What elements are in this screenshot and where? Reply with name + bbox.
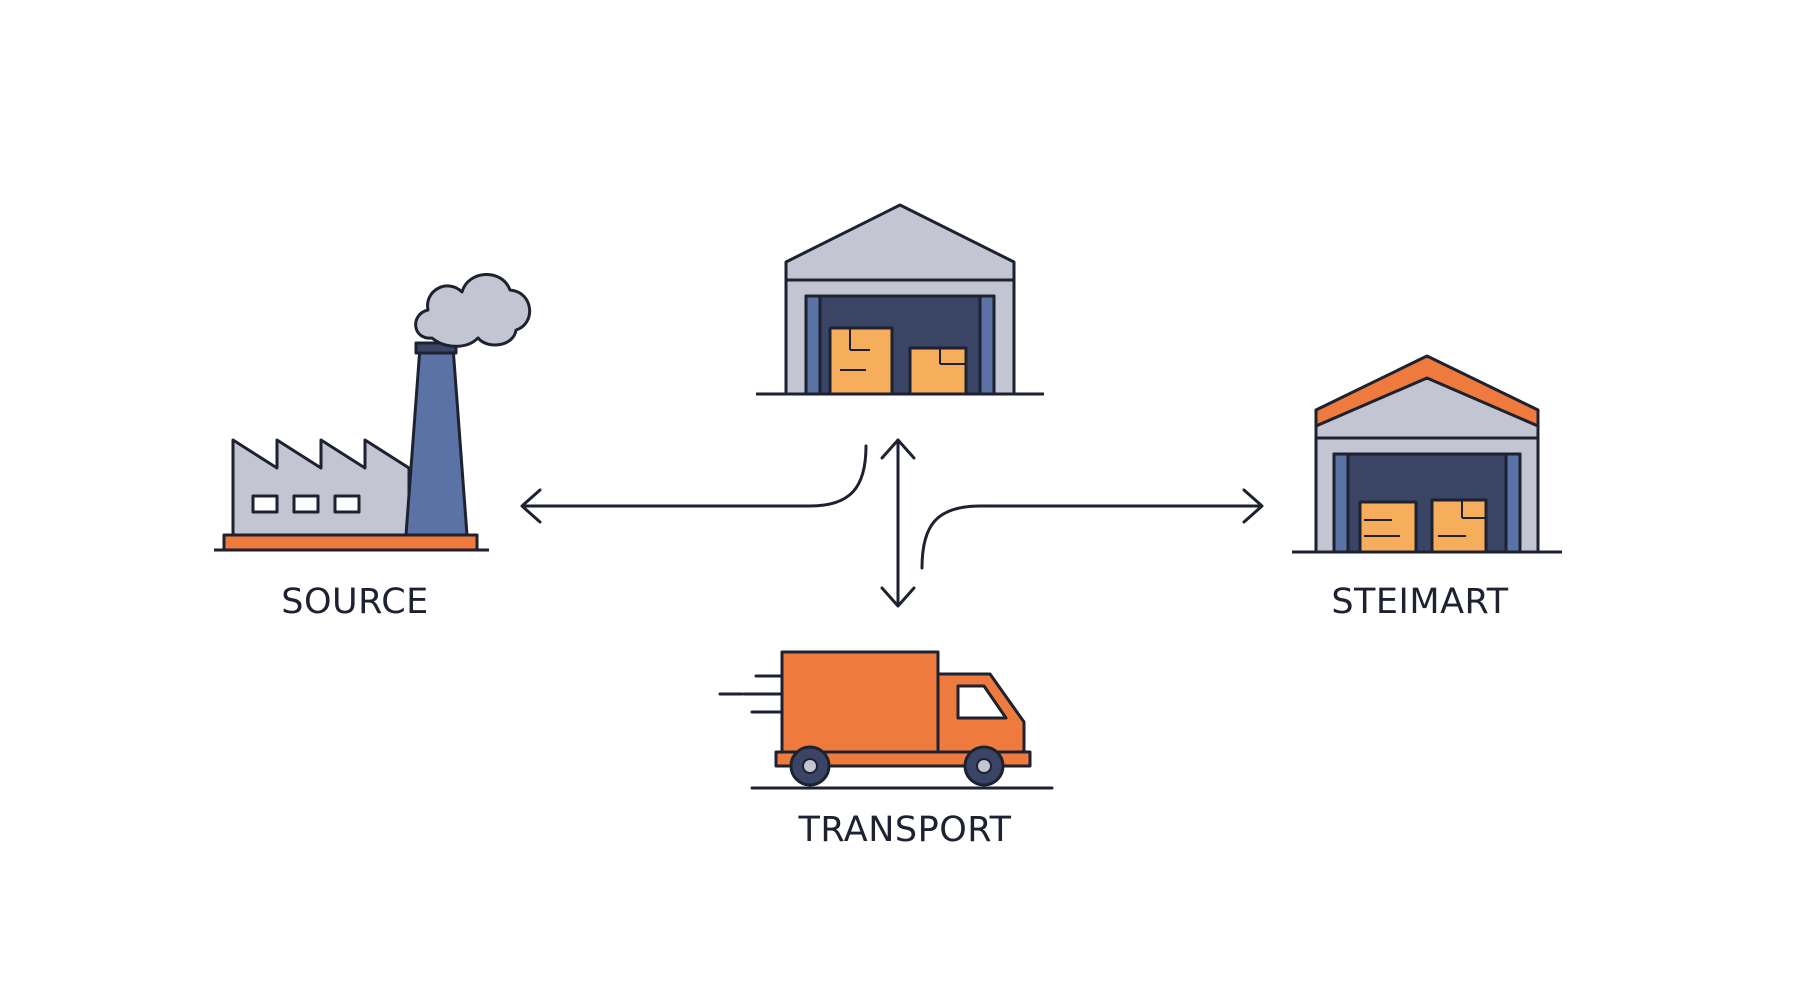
flow-arrows: [520, 438, 1264, 608]
arrowhead-down: [880, 586, 916, 608]
source-label: SOURCE: [281, 582, 429, 622]
arrowhead-up: [880, 438, 916, 460]
warehouse-icon: [756, 203, 1044, 396]
transport-label: TRANSPORT: [798, 810, 1012, 850]
arrowhead-source: [520, 488, 542, 524]
factory-icon: [214, 273, 532, 552]
store-warehouse-icon: [1292, 354, 1562, 554]
arrow-to-source: [522, 444, 868, 508]
store-label: STEIMART: [1331, 582, 1509, 622]
delivery-truck-icon: [718, 650, 1054, 790]
arrowhead-store: [1242, 488, 1264, 524]
arrow-to-store: [920, 504, 1262, 570]
